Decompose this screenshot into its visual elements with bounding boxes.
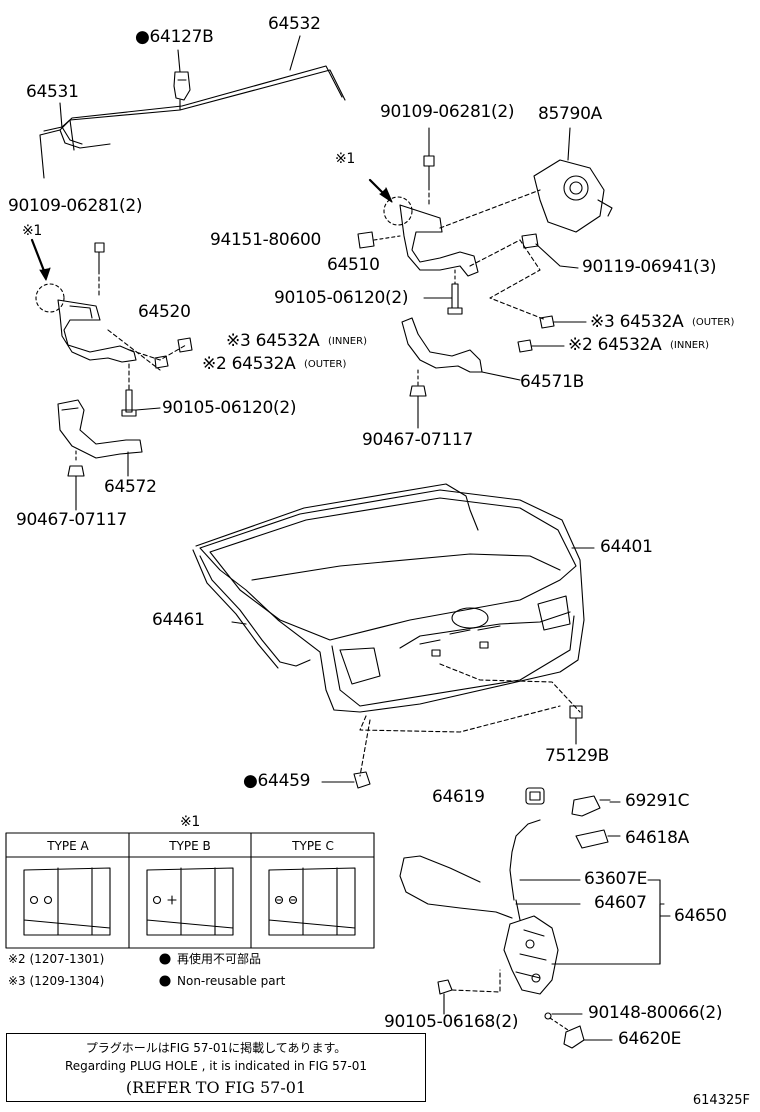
type-table bbox=[5, 832, 375, 949]
label-90109-right: 90109-06281(2) bbox=[380, 102, 515, 122]
bracket-64571B bbox=[401, 317, 483, 373]
cover-64618A bbox=[575, 829, 609, 849]
type-a-header: TYPE A bbox=[47, 839, 89, 853]
note-2: ※2 (1207-1301) bbox=[8, 952, 105, 966]
label-63607E: 63607E bbox=[584, 869, 648, 889]
bolt-right-mid bbox=[447, 283, 463, 315]
bolt-left-bottom bbox=[67, 465, 85, 487]
bolt-90105-bottom bbox=[437, 979, 453, 995]
nonreusable-bullet-en bbox=[159, 975, 171, 987]
label-64618A: 64618A bbox=[625, 828, 689, 848]
cable-64607 bbox=[399, 819, 541, 921]
label-94151: 94151-80600 bbox=[210, 230, 321, 250]
label-64571B: 64571B bbox=[520, 372, 584, 392]
label-90105-bottom: 90105-06168(2) bbox=[384, 1012, 519, 1032]
label-75129B: 75129B bbox=[545, 746, 609, 766]
support-rod-64531 bbox=[39, 65, 346, 179]
label-90105-mid: 90105-06120(2) bbox=[274, 288, 409, 308]
damper-85790A bbox=[533, 159, 613, 233]
label-90119: 90119-06941(3) bbox=[582, 257, 717, 277]
sublabel-outer-right: (OUTER) bbox=[692, 317, 735, 328]
bracket-64572 bbox=[57, 399, 143, 459]
label-64510: 64510 bbox=[327, 255, 380, 275]
label-64459: ●64459 bbox=[243, 771, 311, 791]
label-64532A-outer-left: ※2 64532A bbox=[202, 354, 296, 374]
type-b-header: TYPE B bbox=[169, 839, 211, 853]
cushion-75129B bbox=[569, 705, 583, 719]
label-64607: 64607 bbox=[594, 893, 647, 913]
bolt-left-lower bbox=[121, 389, 137, 417]
sublabel-inner-left: (INNER) bbox=[328, 336, 367, 347]
bolt-right-upper bbox=[423, 155, 435, 187]
figure-id: 614325F bbox=[692, 1093, 750, 1108]
label-64619: 64619 bbox=[432, 787, 485, 807]
label-64531: 64531 bbox=[26, 82, 79, 102]
label-64620E: 64620E bbox=[618, 1029, 682, 1049]
label-64461: 64461 bbox=[152, 610, 205, 630]
label-64401: 64401 bbox=[600, 537, 653, 557]
cap-64619 bbox=[525, 787, 545, 805]
bolt-left-upper bbox=[94, 242, 105, 271]
callout-mark-right: ※1 bbox=[335, 151, 356, 167]
sublabel-inner-right: (INNER) bbox=[670, 340, 709, 351]
weatherstrip-64461 bbox=[192, 483, 479, 669]
nut-94151 bbox=[357, 231, 375, 249]
cushion-64459 bbox=[353, 771, 371, 789]
reference-jp: プラグホールはFIG 57-01に掲載してあります。 bbox=[85, 1041, 347, 1055]
reference-refer: (REFER TO FIG 57-01 bbox=[125, 1078, 307, 1097]
reference-box: プラグホールはFIG 57-01に掲載してあります。 Regarding PLU… bbox=[6, 1033, 426, 1102]
bushing-left bbox=[154, 337, 193, 369]
label-90105-left: 90105-06120(2) bbox=[162, 398, 297, 418]
note-nonreusable-jp: 再使用不可部品 bbox=[177, 952, 262, 966]
note-nonreusable-en: Non-reusable part bbox=[177, 974, 286, 988]
trunk-lid-64401 bbox=[199, 489, 585, 713]
label-90467-right: 90467-07117 bbox=[362, 430, 473, 450]
hinge-64510 bbox=[383, 196, 479, 277]
bolt-right-bottom bbox=[409, 385, 427, 405]
type-c-header: TYPE C bbox=[292, 839, 334, 853]
handle-69291C bbox=[571, 795, 611, 817]
label-64650: 64650 bbox=[674, 906, 727, 926]
label-64532: 64532 bbox=[268, 14, 321, 34]
bushing-right bbox=[517, 315, 555, 353]
striker-64620E bbox=[544, 1012, 585, 1049]
label-85790A: 85790A bbox=[538, 104, 602, 124]
label-64520: 64520 bbox=[138, 302, 191, 322]
nonreusable-bullet-jp bbox=[159, 953, 171, 965]
sublabel-outer-left: (OUTER) bbox=[304, 359, 347, 370]
label-64532A-inner-right: ※2 64532A bbox=[568, 335, 662, 355]
label-64532A-inner-left: ※3 64532A bbox=[226, 331, 320, 351]
clip-64127B bbox=[173, 71, 191, 101]
label-64572: 64572 bbox=[104, 477, 157, 497]
label-90109-left: 90109-06281(2) bbox=[8, 196, 143, 216]
reference-en: Regarding PLUG HOLE , it is indicated in… bbox=[64, 1059, 368, 1073]
label-64127B: ●64127B bbox=[135, 27, 214, 47]
lock-64650 bbox=[503, 915, 559, 995]
hinge-64520 bbox=[35, 283, 137, 363]
label-69291C: 69291C bbox=[625, 791, 690, 811]
callout-mark-left: ※1 bbox=[22, 223, 43, 239]
label-90467-left: 90467-07117 bbox=[16, 510, 127, 530]
callout-mark-table: ※1 bbox=[180, 814, 201, 830]
label-90148: 90148-80066(2) bbox=[588, 1003, 723, 1023]
label-64532A-outer-right: ※3 64532A bbox=[590, 312, 684, 332]
note-3: ※3 (1209-1304) bbox=[8, 974, 105, 988]
